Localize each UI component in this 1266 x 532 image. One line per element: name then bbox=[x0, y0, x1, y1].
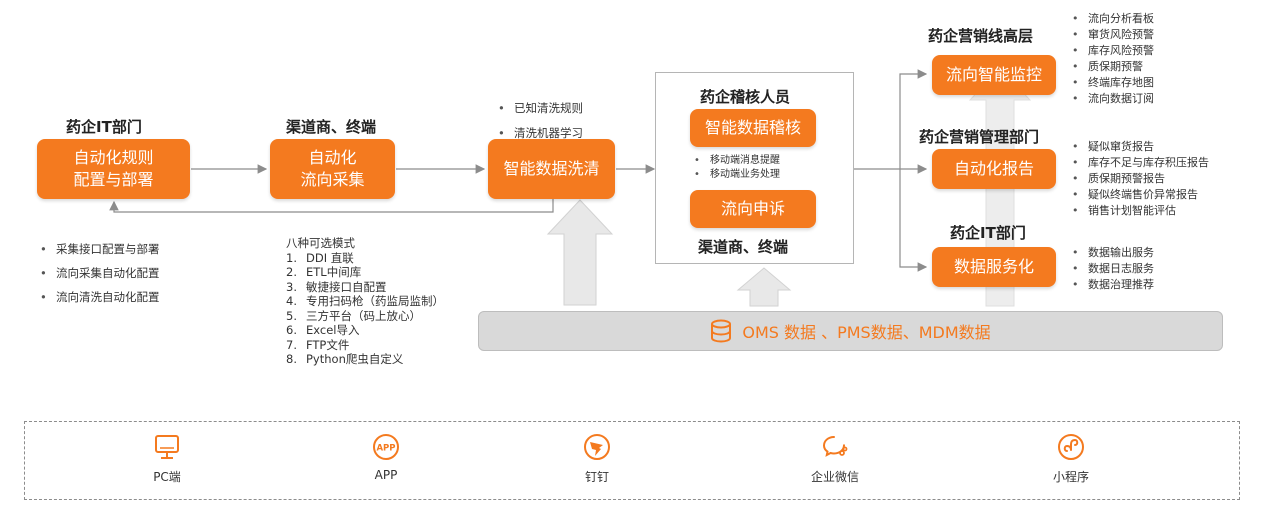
auto-flow-collect-line1: 自动化 bbox=[308, 148, 357, 167]
right-group2-title: 药企营销管理部门 bbox=[919, 128, 1040, 146]
channel-footer: PC端 APP APP 钉钉 企业微信 小程序 bbox=[24, 421, 1240, 500]
miniprogram-icon bbox=[1058, 434, 1084, 460]
col3-bullet: 已知清洗规则 bbox=[494, 96, 583, 121]
col4-title-top: 药企稽核人员 bbox=[700, 88, 791, 106]
channel-wecom[interactable]: 企业微信 bbox=[785, 432, 885, 485]
right-group2-bullet: 质保期预警报告 bbox=[1068, 171, 1209, 187]
auto-rule-config-box[interactable]: 自动化规则 配置与部署 bbox=[37, 139, 190, 199]
channel-pc-label: PC端 bbox=[153, 470, 181, 484]
col1-bullet: 流向清洗自动化配置 bbox=[36, 285, 160, 309]
right-group2-bullet: 疑似终端售价异常报告 bbox=[1068, 187, 1209, 203]
database-icon bbox=[711, 319, 732, 343]
smart-data-audit-box[interactable]: 智能数据稽核 bbox=[690, 109, 816, 147]
mode-item: 7.FTP文件 bbox=[286, 337, 350, 352]
right-group2-bullets: 疑似窜货报告 库存不足与库存积压报告 质保期预警报告 疑似终端售价异常报告 销售… bbox=[1068, 139, 1209, 219]
right-group2-bullet: 疑似窜货报告 bbox=[1068, 139, 1209, 155]
branch-down bbox=[899, 169, 928, 272]
right-group1-bullet: 库存风险预警 bbox=[1068, 43, 1154, 59]
col3-bullet: 清洗机器学习 bbox=[494, 121, 583, 146]
channel-wecom-label: 企业微信 bbox=[810, 470, 859, 484]
mode-item: 6.Excel导入 bbox=[286, 323, 360, 337]
right-group1-bullet: 流向分析看板 bbox=[1068, 11, 1154, 27]
auto-rule-config-line1: 自动化规则 bbox=[73, 148, 154, 167]
channel-miniprogram-label: 小程序 bbox=[1052, 470, 1089, 484]
flow-smart-monitor-box[interactable]: 流向智能监控 bbox=[932, 55, 1056, 95]
mode-item: 4.专用扫码枪（药监局监制） bbox=[286, 294, 444, 308]
mode-item: 8.Python爬虫自定义 bbox=[286, 352, 404, 366]
right-group1-bullet: 质保期预警 bbox=[1068, 59, 1154, 75]
auto-report-box[interactable]: 自动化报告 bbox=[932, 149, 1056, 189]
smart-data-cleaning-box[interactable]: 智能数据洗清 bbox=[488, 139, 615, 199]
right-group3-title: 药企IT部门 bbox=[950, 224, 1026, 242]
app-icon: APP bbox=[373, 434, 399, 460]
data-source-bar: OMS 数据 、PMS数据、MDM数据 bbox=[478, 311, 1223, 351]
auto-flow-collect-box[interactable]: 自动化 流向采集 bbox=[270, 139, 395, 199]
right-group1-bullet: 终端库存地图 bbox=[1068, 75, 1154, 91]
flow-appeal-box[interactable]: 流向申诉 bbox=[690, 190, 816, 228]
col1-bullet: 采集接口配置与部署 bbox=[36, 237, 160, 261]
right-group3-bullet: 数据输出服务 bbox=[1068, 245, 1154, 261]
right-group3-bullet: 数据日志服务 bbox=[1068, 261, 1154, 277]
collect-modes-list: 八种可选模式 1.DDI 直联 2.ETL中间库 3.敏捷接口自配置 4.专用扫… bbox=[286, 236, 444, 367]
channel-pc[interactable]: PC端 bbox=[117, 432, 217, 485]
svg-text:APP: APP bbox=[376, 444, 395, 454]
col3-bullets: 已知清洗规则 清洗机器学习 bbox=[494, 96, 583, 146]
col4-bullets: 移动端消息提醒 移动端业务处理 bbox=[690, 154, 780, 182]
col1-bullet: 流向采集自动化配置 bbox=[36, 261, 160, 285]
right-group2-bullet: 库存不足与库存积压报告 bbox=[1068, 155, 1209, 171]
col4-title-bottom: 渠道商、终端 bbox=[698, 238, 789, 256]
dingtalk-icon bbox=[584, 434, 610, 460]
channel-miniprogram[interactable]: 小程序 bbox=[1021, 432, 1121, 485]
branch-up bbox=[899, 69, 928, 169]
monitor-icon bbox=[155, 435, 179, 459]
data-service-box[interactable]: 数据服务化 bbox=[932, 247, 1056, 287]
mode-item: 5.三方平台（码上放心） bbox=[286, 308, 421, 323]
right-group1-bullets: 流向分析看板 窜货风险预警 库存风险预警 质保期预警 终端库存地图 流向数据订阅 bbox=[1068, 11, 1154, 107]
mode-item: 3.敏捷接口自配置 bbox=[286, 279, 387, 294]
right-group1-bullet: 窜货风险预警 bbox=[1068, 27, 1154, 43]
right-group1-title: 药企营销线高层 bbox=[928, 27, 1034, 45]
right-group3-bullets: 数据输出服务 数据日志服务 数据治理推荐 bbox=[1068, 245, 1154, 293]
auto-rule-config-line2: 配置与部署 bbox=[73, 170, 154, 189]
channel-app-label: APP bbox=[374, 468, 398, 482]
mode-item: 1.DDI 直联 bbox=[286, 250, 354, 265]
wecom-icon bbox=[822, 436, 848, 457]
right-group1-bullet: 流向数据订阅 bbox=[1068, 91, 1154, 107]
right-group3-bullet: 数据治理推荐 bbox=[1068, 277, 1154, 293]
auto-flow-collect-line2: 流向采集 bbox=[300, 170, 365, 189]
channel-app[interactable]: APP APP bbox=[336, 432, 436, 482]
channel-dingtalk[interactable]: 钉钉 bbox=[547, 432, 647, 485]
col1-title: 药企IT部门 bbox=[66, 118, 142, 136]
col2-title: 渠道商、终端 bbox=[286, 118, 377, 136]
col4-bullet: 移动端消息提醒 bbox=[690, 154, 780, 168]
channel-dingtalk-label: 钉钉 bbox=[584, 470, 609, 484]
feedback-loop bbox=[109, 198, 554, 213]
modes-title: 八种可选模式 bbox=[286, 236, 355, 250]
data-source-label: OMS 数据 、PMS数据、MDM数据 bbox=[742, 323, 991, 342]
mode-item: 2.ETL中间库 bbox=[286, 265, 362, 279]
col1-bullets: 采集接口配置与部署 流向采集自动化配置 流向清洗自动化配置 bbox=[36, 237, 160, 309]
up-arrow-1 bbox=[546, 199, 614, 306]
col4-bullet: 移动端业务处理 bbox=[690, 168, 780, 182]
right-group2-bullet: 销售计划智能评估 bbox=[1068, 203, 1209, 219]
up-arrow-2 bbox=[736, 267, 792, 307]
